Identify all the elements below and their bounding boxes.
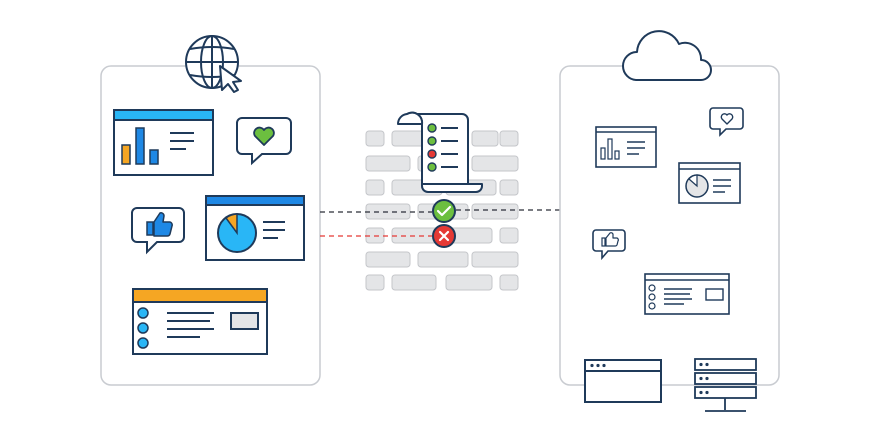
destination-panel — [559, 65, 780, 386]
thumbs-up-icon — [131, 207, 185, 255]
heart-icon — [236, 117, 292, 166]
source-bar-chart-window — [113, 109, 214, 176]
firewall-brick — [391, 274, 437, 291]
destination-bar-chart-window — [595, 126, 657, 168]
firewall-brick — [417, 251, 469, 268]
firewall-brick — [365, 274, 385, 291]
firewall-brick — [471, 130, 499, 147]
firewall-brick — [471, 251, 519, 268]
source-pie-chart-window — [205, 195, 305, 261]
browser-window-icon — [584, 359, 662, 403]
firewall-brick — [365, 179, 385, 196]
x-circle-icon — [432, 224, 456, 248]
firewall-brick — [365, 155, 411, 172]
destination-list-window — [644, 273, 730, 315]
server-rack-icon — [694, 358, 757, 412]
destination-pie-chart-window — [678, 162, 741, 204]
firewall-brick — [471, 203, 519, 220]
firewall-brick — [365, 251, 411, 268]
cloud-icon — [622, 30, 712, 81]
firewall-brick — [499, 130, 519, 147]
firewall-brick — [445, 274, 493, 291]
firewall-brick — [499, 274, 519, 291]
check-circle-icon — [432, 199, 456, 223]
firewall-brick — [365, 130, 385, 147]
destination-heart-icon — [709, 107, 744, 137]
firewall-brick — [499, 227, 519, 244]
destination-thumbs-up-icon — [592, 229, 626, 261]
firewall-brick — [471, 155, 519, 172]
firewall-brick — [499, 179, 519, 196]
globe-cursor-icon — [185, 35, 242, 93]
source-list-window — [132, 288, 268, 355]
checklist-scroll-icon — [396, 111, 483, 193]
